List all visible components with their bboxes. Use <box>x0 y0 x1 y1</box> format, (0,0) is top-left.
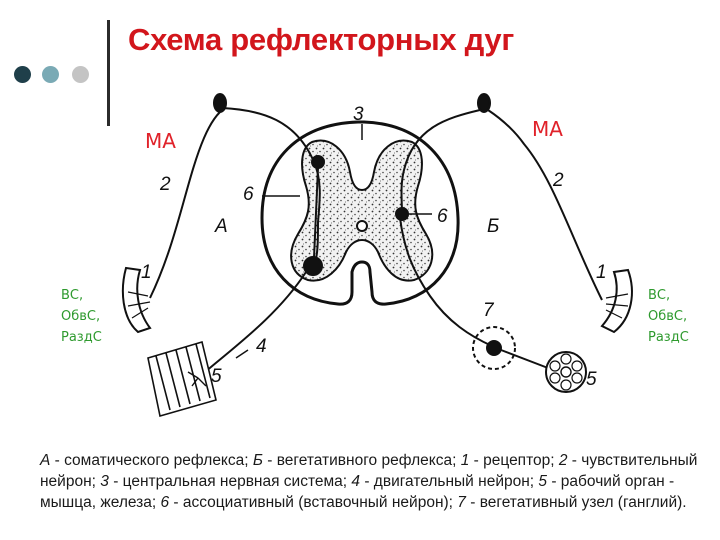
caption-part: А <box>40 452 50 469</box>
right-note-line: РаздС <box>648 327 689 348</box>
annotation-ma-right: МА <box>532 117 563 141</box>
caption-part: - двигательный нейрон; <box>360 473 538 490</box>
label-7: 7 <box>483 300 495 321</box>
label-5-left: 5 <box>211 366 222 387</box>
left-note-line: ВС, <box>61 285 102 306</box>
right-note-line: ВС, <box>648 285 689 306</box>
label-B: Б <box>487 216 499 237</box>
caption-part: - вегетативный узел (ганглий). <box>466 494 687 511</box>
caption-part: 3 <box>100 473 109 490</box>
label-3: 3 <box>353 104 364 125</box>
left-note-line: ОбвС, <box>61 306 102 327</box>
caption-part: 4 <box>351 473 360 490</box>
caption-part: - центральная нервная система; <box>109 473 352 490</box>
caption-part: - вегетативного рефлекса; <box>263 452 461 469</box>
label-6-right: 6 <box>437 206 448 227</box>
label-2-left: 2 <box>159 174 171 195</box>
label-5-right: 5 <box>586 369 597 390</box>
label-2-right: 2 <box>552 170 564 191</box>
caption-part: 7 <box>457 494 466 511</box>
label-4: 4 <box>256 336 267 357</box>
right-note-line: ОбвС, <box>648 306 689 327</box>
caption-part: - соматического рефлекса; <box>50 452 253 469</box>
caption-part: 5 <box>538 473 547 490</box>
label-1-left: 1 <box>141 262 152 283</box>
sensory-ganglion-left <box>214 94 226 112</box>
legend-caption: А - соматического рефлекса; Б - вегетати… <box>40 450 700 513</box>
spinal-cord <box>262 122 458 304</box>
label-A: А <box>214 216 228 237</box>
caption-part: 6 <box>160 494 169 511</box>
annotation-ma-left: МА <box>145 129 176 153</box>
muscle-effector <box>148 342 216 416</box>
label-6-left: 6 <box>243 184 254 205</box>
caption-part: - рецептор; <box>469 452 559 469</box>
annotation-left-note: ВС, ОбвС, РаздС <box>61 285 102 348</box>
gland-effector <box>546 352 586 392</box>
caption-part: - ассоциативный (вставочный нейрон); <box>169 494 457 511</box>
label-1-right: 1 <box>596 262 607 283</box>
central-canal <box>357 221 367 231</box>
caption-part: Б <box>253 452 263 469</box>
left-note-line: РаздС <box>61 327 102 348</box>
annotation-right-note: ВС, ОбвС, РаздС <box>648 285 689 348</box>
